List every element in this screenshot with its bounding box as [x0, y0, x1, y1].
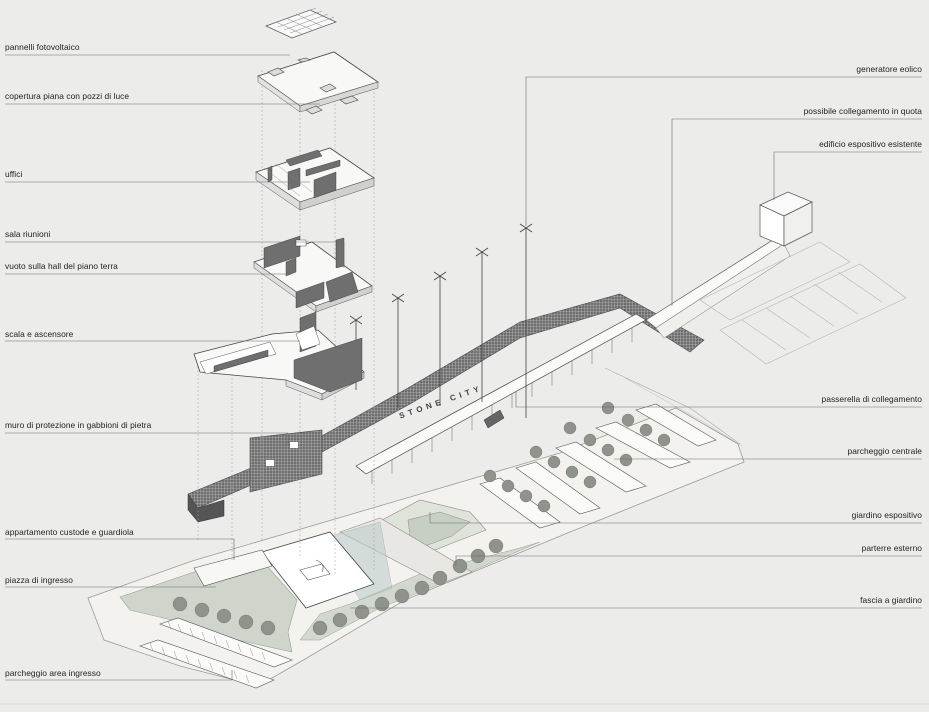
label-outdoor-parterre: parterre esterno: [861, 543, 922, 553]
walkway: [355, 237, 791, 484]
leader-wind: [525, 76, 922, 226]
existing-parking-outline: [699, 241, 907, 365]
label-existing-building: edificio espositivo esistente: [819, 139, 922, 149]
leader-link: [671, 118, 922, 306]
existing-building-side: [783, 201, 813, 247]
leader-entry-parking: [5, 670, 233, 681]
site-ground: [87, 367, 745, 689]
label-stairs-elevator: scala e ascensore: [5, 329, 74, 339]
hall-footprint: [261, 531, 375, 609]
label-elevated-link: possibile collegamento in quota: [803, 106, 922, 116]
solar-panels: [265, 7, 337, 39]
sign-arrow: [483, 409, 505, 429]
terrace-line: [604, 367, 741, 445]
gabion-opening: [266, 460, 274, 466]
leader-lines: [5, 54, 922, 681]
label-garden-strip: fascia a giardino: [860, 595, 922, 605]
leader-existing: [773, 151, 922, 200]
central-parking-lots: [479, 403, 717, 529]
leader-walkway: [515, 392, 922, 408]
upper-link: [645, 237, 785, 329]
label-offices: uffici: [5, 169, 23, 179]
label-custodian-apartment: appartamento custode e guardiola: [5, 527, 134, 537]
leader-gabion: [5, 432, 289, 446]
hall-footprint-detail: [299, 559, 331, 581]
leader-custodian: [5, 538, 235, 560]
label-solar-panels: pannelli fotovoltaico: [5, 42, 80, 52]
leader-exhibit-garden: [429, 512, 922, 524]
label-walkway: passerella di collegamento: [821, 394, 922, 404]
label-wind-generator: generatore eolico: [856, 64, 922, 74]
entry-parking-stripes: [139, 617, 293, 689]
label-entry-parking: parcheggio area ingresso: [5, 668, 101, 678]
gabion-opening: [290, 442, 298, 448]
projection-lines: [197, 56, 375, 576]
leader-meeting: [5, 241, 345, 268]
leader-parterre: [455, 555, 922, 566]
flat-roof: [257, 51, 379, 115]
trees: [172, 401, 671, 636]
existing-building: [699, 191, 907, 365]
walkway-columns: [371, 328, 633, 484]
meeting-floor: [253, 235, 373, 313]
custodian-unit: [193, 549, 273, 587]
upper-link-side: [655, 243, 791, 339]
exploded-building: [193, 7, 379, 576]
label-meeting-room: sala riunioni: [5, 229, 51, 239]
label-void-hall: vuoto sulla hall del piano terra: [5, 261, 118, 271]
label-gabion-wall: muro di protezione in gabbioni di pietra: [5, 420, 152, 430]
label-flat-roof: copertura piana con pozzi di luce: [5, 91, 130, 101]
ground-floor: [193, 311, 365, 401]
label-entrance-plaza: piazza di ingresso: [5, 575, 73, 585]
terrace-line: [624, 377, 743, 447]
label-exhibition-garden: giardino espositivo: [851, 510, 922, 520]
offices-floor: [255, 147, 375, 211]
label-central-parking: parcheggio centrale: [847, 446, 922, 456]
gabion-wall-block: [249, 429, 323, 493]
